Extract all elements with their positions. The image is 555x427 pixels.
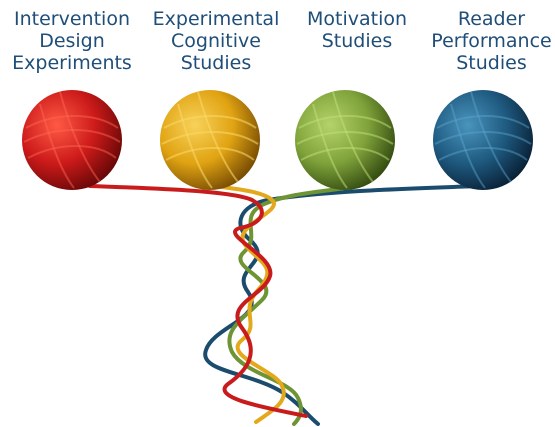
label-intervention-design-experiments: Intervention Design Experiments	[12, 8, 132, 74]
strand-green	[227, 186, 347, 426]
strand-red	[88, 184, 308, 418]
label-experimental-cognitive-studies: Experimental Cognitive Studies	[152, 8, 280, 74]
yarn-ball-blue-icon	[433, 90, 533, 190]
yarn-ball-green-icon	[295, 90, 395, 190]
label-reader-performance-studies: Reader Performance Studies	[431, 8, 552, 74]
yarn-ball-red-icon	[22, 90, 122, 190]
label-motivation-studies: Motivation Studies	[306, 8, 408, 52]
yarn-ball-yellow-icon	[160, 90, 260, 190]
strand-blue	[203, 184, 482, 426]
